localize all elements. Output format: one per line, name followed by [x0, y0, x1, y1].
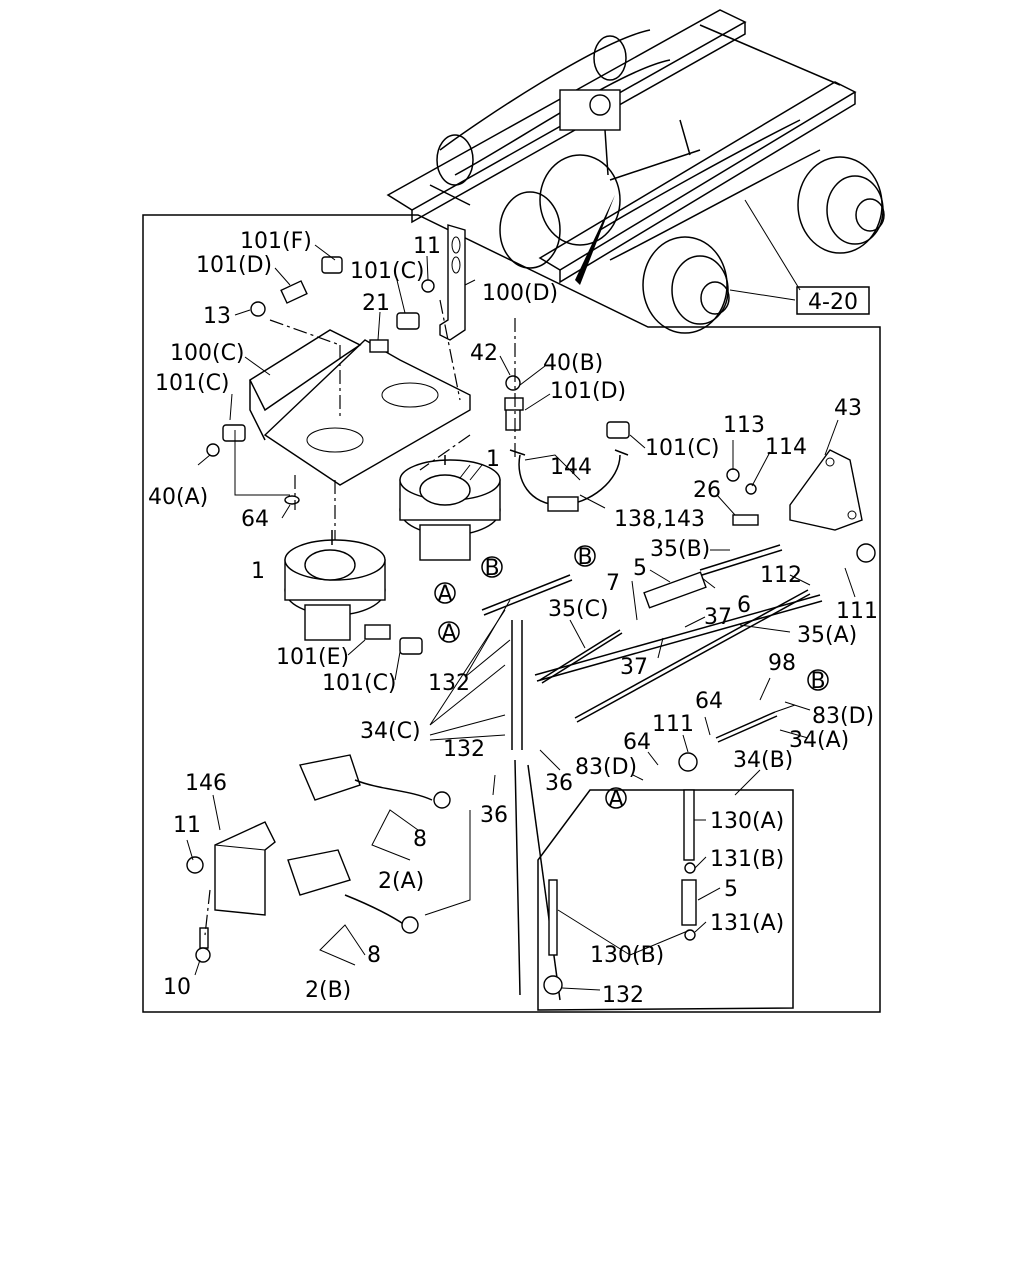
bracket-146 [214, 821, 276, 916]
label-83d: 83(D) [575, 755, 637, 780]
label-40a: 40(A) [148, 485, 208, 510]
label-100c: 100(C) [170, 341, 245, 366]
label-1: 1 [486, 447, 500, 472]
reference-box: 4-20 [796, 286, 870, 315]
bracket-100d [439, 224, 466, 341]
label-2b: 2(B) [305, 978, 351, 1003]
label-11: 11 [173, 813, 201, 838]
label-8: 8 [413, 827, 427, 852]
label-132: 132 [428, 671, 470, 696]
label-13: 13 [203, 304, 231, 329]
label-34a: 34(A) [789, 728, 849, 753]
parts-34b [543, 789, 697, 995]
pedal-2b [287, 849, 419, 934]
label-113: 113 [723, 413, 765, 438]
label-40b: 40(B) [543, 351, 603, 376]
label-83d: 83(D) [812, 704, 874, 729]
label-37: 37 [704, 605, 732, 630]
marker-a: A [437, 582, 452, 607]
label-36: 36 [545, 771, 573, 796]
label-146: 146 [185, 771, 227, 796]
label-101e: 101(E) [276, 645, 349, 670]
marker-a: A [441, 621, 456, 646]
label-35c: 35(C) [548, 597, 609, 622]
label-111: 111 [652, 712, 694, 737]
leader-lines [186, 244, 856, 991]
label-101c: 101(C) [322, 671, 397, 696]
label-1: 1 [251, 559, 265, 584]
label-42: 42 [470, 341, 498, 366]
label-34c: 34(C) [360, 719, 421, 744]
label-36: 36 [480, 803, 508, 828]
relay-valve-lower [284, 530, 386, 641]
label-130b: 130(B) [590, 943, 664, 968]
label-101c: 101(C) [645, 436, 720, 461]
label-21: 21 [362, 291, 390, 316]
label-132: 132 [443, 737, 485, 762]
bracket-43 [789, 449, 863, 531]
bracket-100c [249, 329, 471, 486]
label-101d: 101(D) [550, 379, 626, 404]
reference-box-label: 4-20 [808, 290, 858, 315]
label-101c: 101(C) [350, 259, 425, 284]
relay-valve-upper [399, 455, 501, 561]
label-64: 64 [241, 507, 269, 532]
label-101f: 101(F) [240, 229, 312, 254]
label-6: 6 [737, 593, 751, 618]
label-5: 5 [633, 556, 647, 581]
label-35b: 35(B) [650, 537, 710, 562]
label-2a: 2(A) [378, 869, 424, 894]
label-131b: 131(B) [710, 847, 784, 872]
label-101c: 101(C) [155, 371, 230, 396]
label-64: 64 [695, 689, 723, 714]
label-43: 43 [834, 396, 862, 421]
label-11: 11 [413, 234, 441, 259]
label-64: 64 [623, 730, 651, 755]
assembly-lines [204, 299, 516, 936]
fittings [206, 256, 759, 655]
rods [481, 543, 876, 1001]
label-7: 7 [606, 571, 620, 596]
label-132: 132 [602, 983, 644, 1008]
label-130a: 130(A) [710, 809, 784, 834]
label-98: 98 [768, 651, 796, 676]
label-5: 5 [724, 877, 738, 902]
marker-b: B [484, 556, 499, 581]
label-100d: 100(D) [482, 281, 558, 306]
callout-labels: 101(F) 101(D) 101(C) 11 21 100(D) 13 100… [148, 229, 878, 1008]
pedal-2a [299, 754, 451, 809]
circle-markers: B B A A B A [434, 545, 829, 812]
marker-b: B [810, 669, 825, 694]
label-138-143: 138,143 [614, 507, 705, 532]
label-37: 37 [620, 655, 648, 680]
label-10: 10 [163, 975, 191, 1000]
label-112: 112 [760, 563, 802, 588]
label-8: 8 [367, 943, 381, 968]
label-131a: 131(A) [710, 911, 784, 936]
label-26: 26 [693, 478, 721, 503]
bolts-10-11 [186, 856, 211, 963]
label-34b: 34(B) [733, 748, 793, 773]
marker-a: A [608, 787, 623, 812]
hose-144 [509, 449, 629, 512]
label-35a: 35(A) [797, 623, 857, 648]
label-111: 111 [836, 599, 878, 624]
label-144: 144 [550, 455, 592, 480]
marker-b: B [577, 545, 592, 570]
detail-frame [142, 214, 881, 1013]
label-101d: 101(D) [196, 253, 272, 278]
chassis-overview [386, 9, 885, 334]
label-114: 114 [765, 435, 807, 460]
